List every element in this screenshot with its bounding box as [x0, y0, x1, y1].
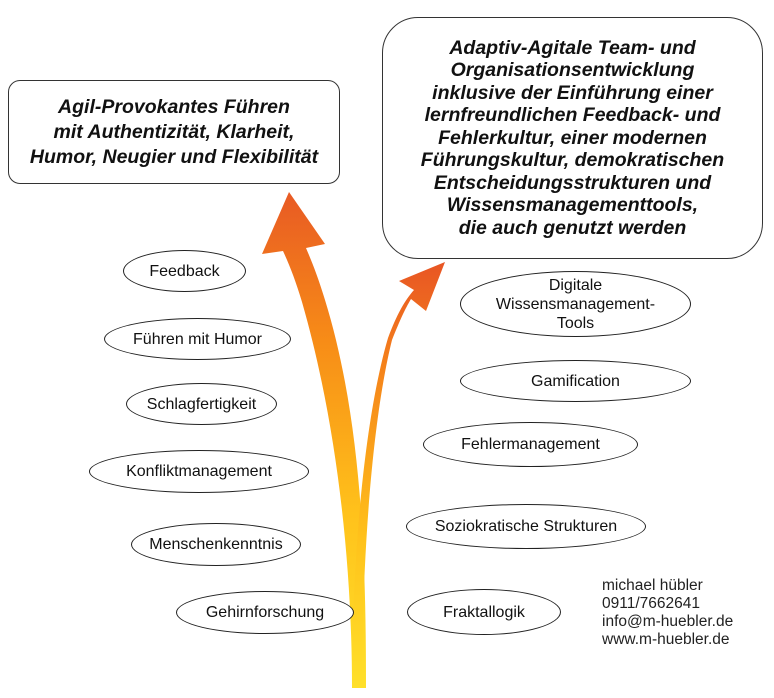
contact-block: michael hübler 0911/7662641 info@m-huebl… [602, 577, 733, 649]
left-item-label: Konfliktmanagement [126, 463, 272, 480]
right-item-label: Fraktallogik [443, 603, 525, 621]
left-item-label: Führen mit Humor [133, 330, 262, 348]
left-item-feedback: Feedback [123, 250, 246, 292]
right-item-label: Digitale Wissensmanagement- Tools [495, 276, 656, 332]
arrow-right [352, 262, 445, 688]
leadership-goal-box: Agil-Provokantes Führen mit Authentizitä… [8, 80, 340, 184]
right-item-gamification: Gamification [460, 360, 691, 402]
right-item-label: Gamification [531, 372, 620, 390]
right-item-label: Soziokratische Strukturen [434, 518, 618, 535]
leadership-goal-text: Agil-Provokantes Führen mit Authentizitä… [29, 95, 319, 168]
left-item-konfliktmanagement: Konfliktmanagement [89, 450, 309, 493]
left-item-label: Schlagfertigkeit [146, 395, 257, 413]
right-item-fehlermanagement: Fehlermanagement [423, 422, 638, 467]
right-item-label: Fehlermanagement [461, 436, 600, 453]
right-item-fraktallogik: Fraktallogik [407, 589, 561, 635]
organisation-goal-text: Adaptiv-Agitale Team- und Organisationse… [420, 36, 725, 239]
right-item-soziokratie: Soziokratische Strukturen [406, 504, 646, 549]
left-item-schlagfertigkeit: Schlagfertigkeit [126, 383, 277, 425]
left-item-humor: Führen mit Humor [104, 318, 291, 360]
contact-phone: 0911/7662641 [602, 595, 700, 612]
organisation-goal-box: Adaptiv-Agitale Team- und Organisationse… [382, 17, 763, 259]
contact-email: info@m-huebler.de [602, 613, 734, 630]
left-item-label: Feedback [149, 262, 220, 280]
left-item-label: Menschenkenntnis [149, 536, 283, 553]
left-item-gehirnforschung: Gehirnforschung [176, 591, 354, 634]
contact-web: www.m-huebler.de [602, 631, 730, 648]
left-item-label: Gehirnforschung [205, 604, 325, 621]
contact-name: michael hübler [602, 577, 703, 594]
left-item-menschenkenntnis: Menschenkenntnis [131, 523, 301, 566]
right-item-wissensmanagement: Digitale Wissensmanagement- Tools [460, 271, 691, 337]
